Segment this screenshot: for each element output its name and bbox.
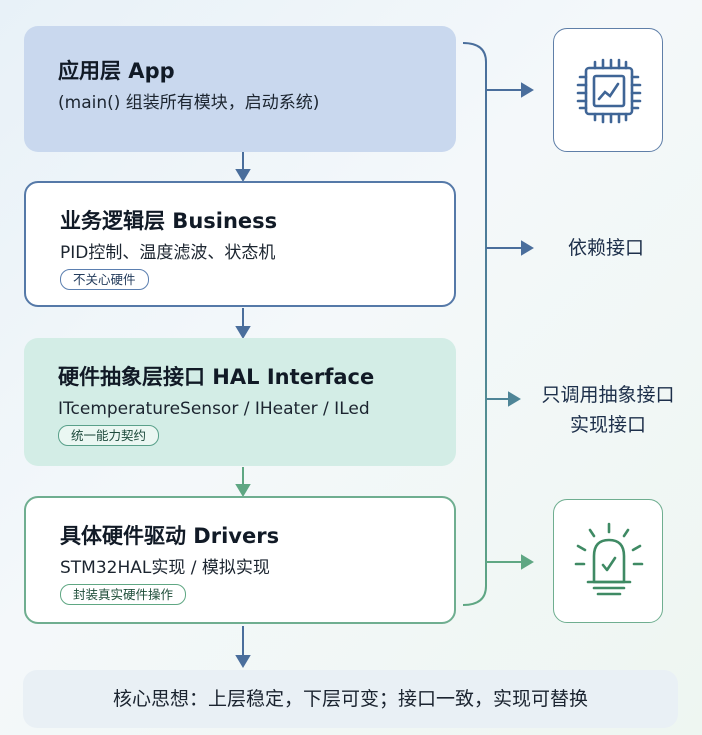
layer-business-tag: 不关心硬件 [60,269,149,290]
layer-hal-tag: 统一能力契约 [58,425,160,446]
layer-drivers-title: 具体硬件驱动 Drivers [60,524,280,548]
implement-interface-label: 只调用抽象接口 实现接口 [518,380,698,440]
layer-business-subtitle: PID控制、温度滤波、状态机 [60,243,276,263]
lightbulb-icon [574,522,644,596]
layer-app-title: 应用层 App [58,59,175,83]
arrow-hal-to-drivers [235,467,251,497]
brace-bracket [462,42,487,606]
layer-business: 业务逻辑层 Business PID控制、温度滤波、状态机 不关心硬件 [24,181,456,307]
implement-label-line2: 实现接口 [569,414,646,436]
arrow-to-bulb [486,554,534,570]
arrow-app-to-business [235,152,251,182]
layer-app: 应用层 App (main() 组装所有模块，启动系统) [24,26,456,152]
depend-interface-label: 依赖接口 [567,237,644,259]
lightbulb-icon-box [553,499,663,623]
arrow-drivers-to-footer [235,626,251,668]
layer-drivers-tag: 封装真实硬件操作 [60,584,187,605]
layer-drivers-subtitle: STM32HAL实现 / 模拟实现 [60,558,270,578]
layer-hal: 硬件抽象层接口 HAL Interface ITcemperatureSenso… [24,338,456,466]
layer-drivers: 具体硬件驱动 Drivers STM32HAL实现 / 模拟实现 封装真实硬件操… [24,496,456,624]
chip-icon-box [553,28,663,152]
layer-business-title: 业务逻辑层 Business [60,209,278,233]
implement-label-line1: 只调用抽象接口 [541,384,675,406]
arrow-business-to-hal [235,308,251,339]
arrow-to-chip [486,82,534,98]
footer-core-idea: 核心思想：上层稳定，下层可变；接口一致，实现可替换 [23,670,678,728]
layer-app-subtitle: (main() 组装所有模块，启动系统) [58,93,320,113]
arrow-to-depend [486,240,534,256]
layer-hal-subtitle: ITcemperatureSensor / IHeater / ILed [58,399,370,419]
arrow-to-impl [486,391,521,407]
layer-hal-title: 硬件抽象层接口 HAL Interface [58,365,375,389]
chip-icon [576,58,642,124]
